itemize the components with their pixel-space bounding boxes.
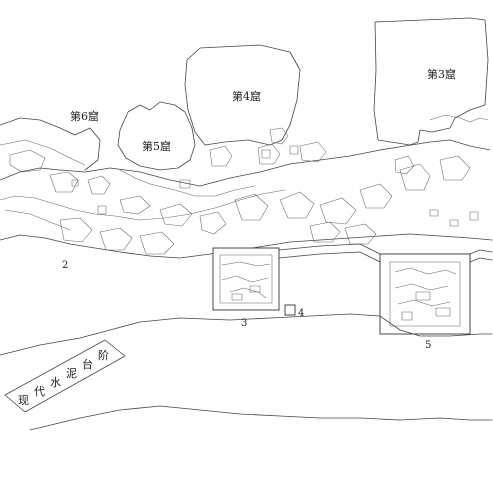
label-pit-4: 4: [298, 308, 304, 319]
cave-6-outline: [0, 117, 101, 171]
concrete-steps: [4, 339, 126, 413]
corridor-walls: [278, 243, 493, 263]
lower-boundary: [0, 313, 493, 431]
label-cave-4: 第4窟: [232, 89, 261, 103]
concrete-steps-char-2: 代: [34, 385, 45, 398]
label-cave-5: 第5窟: [142, 139, 171, 153]
small-features: [71, 145, 479, 227]
pit-5-unit: [379, 253, 471, 335]
concrete-steps-char-4: 泥: [66, 367, 77, 380]
label-cave-3: 第3窟: [427, 67, 456, 81]
label-cave-6: 第6窟: [70, 109, 99, 123]
cave-4-outline: [184, 44, 301, 146]
cave-3-outline: [373, 17, 489, 146]
terrace-outline: [0, 139, 493, 259]
label-pit-5: 5: [425, 340, 431, 351]
debris-contours: [9, 127, 471, 255]
concrete-steps-char-3: 水: [50, 376, 61, 389]
pit-3-unit: [212, 247, 280, 311]
concrete-steps-char-5: 台: [82, 357, 93, 371]
label-concrete-steps: 现 代 水 泥 台 阶: [18, 348, 109, 407]
label-pit-3: 3: [241, 318, 247, 329]
cave-5-outline: [117, 101, 196, 171]
pit-4-unit: [284, 304, 296, 316]
concrete-steps-char-1: 现: [18, 394, 29, 407]
label-pit-2: 2: [62, 260, 68, 271]
concrete-steps-char-6: 阶: [98, 348, 109, 362]
